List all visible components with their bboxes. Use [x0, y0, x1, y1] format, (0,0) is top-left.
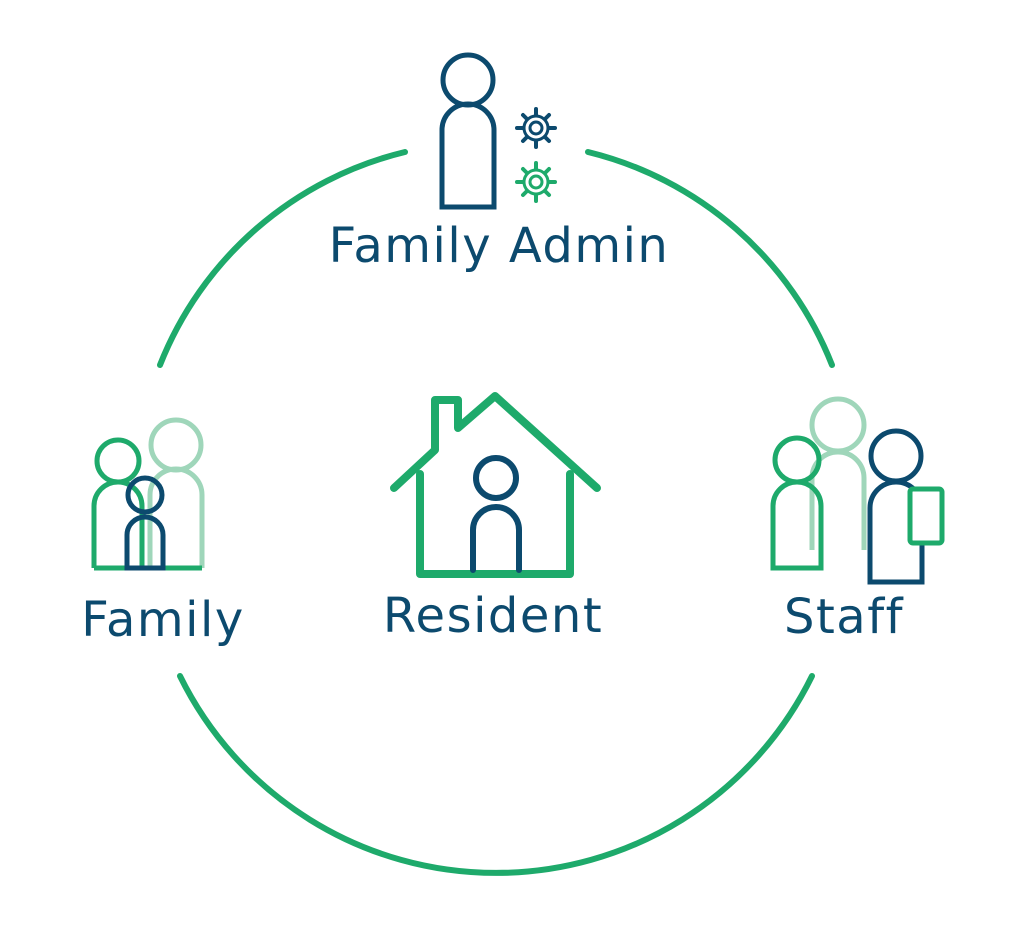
staff-back-body	[809, 449, 867, 550]
resident-label: Resident	[383, 588, 603, 644]
house-with-person-icon	[390, 392, 601, 578]
family-adult-back-body	[147, 466, 205, 568]
gear-icon-upper	[515, 107, 557, 149]
staff-front-head	[868, 428, 924, 484]
resident-body	[470, 504, 522, 573]
house-roof	[390, 392, 601, 492]
admin-with-gears-icon	[439, 52, 557, 210]
family-child-head	[125, 475, 165, 515]
ring-arc-top-left	[157, 149, 408, 368]
family-adult-front-head	[94, 437, 142, 485]
admin-body	[439, 101, 497, 210]
ring-arc-bottom	[177, 673, 815, 876]
family-child-body	[124, 514, 166, 571]
family-adult-front-body	[91, 479, 145, 568]
staff-back-head	[809, 396, 867, 454]
clipboard-icon	[907, 486, 945, 546]
connecting-ring	[157, 149, 835, 876]
ring-arc-top-right	[585, 149, 835, 368]
family-adult-back-head	[148, 417, 204, 473]
house-walls	[416, 470, 574, 578]
staff-group-icon	[770, 396, 945, 585]
staff-left-head	[772, 435, 822, 485]
staff-left-body	[770, 479, 824, 571]
resident-head	[473, 455, 519, 501]
family-label: Family	[81, 592, 244, 648]
admin-head	[440, 52, 496, 108]
family-group-icon	[91, 417, 205, 571]
gear-icon-lower	[515, 161, 557, 203]
staff-label: Staff	[784, 589, 904, 645]
family-admin-label: Family Admin	[329, 218, 670, 274]
